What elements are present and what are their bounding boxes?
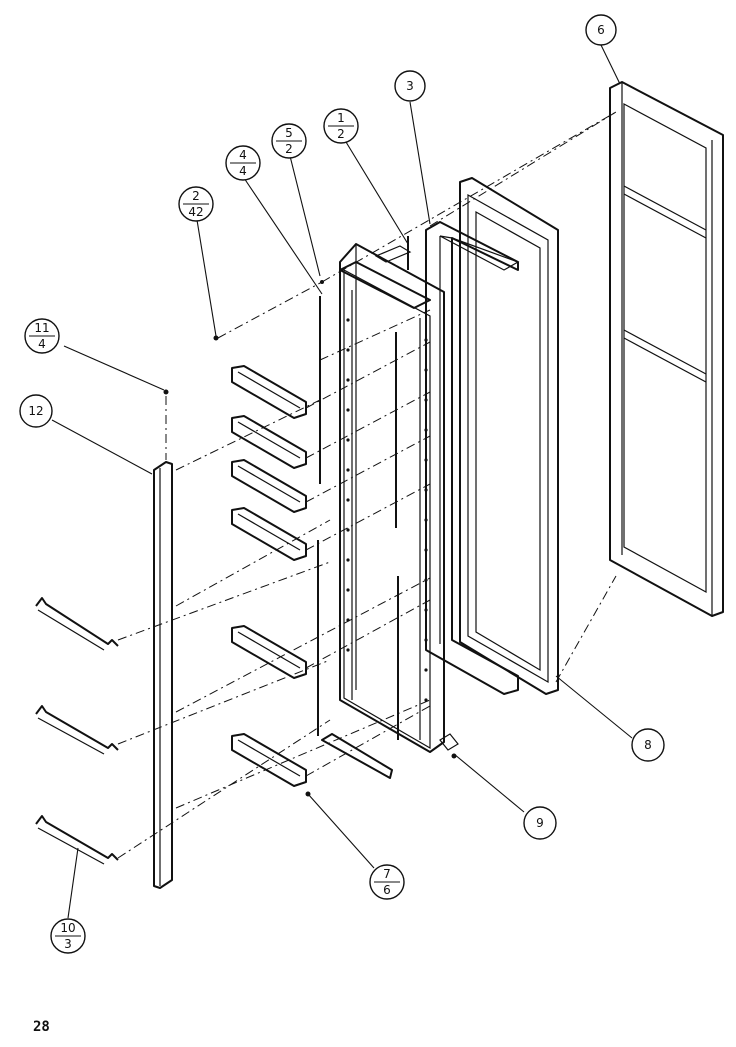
svg-text:9: 9 <box>536 816 544 830</box>
wire-retainers <box>35 597 119 865</box>
trim-strip <box>153 461 173 889</box>
svg-text:11: 11 <box>34 321 49 335</box>
callout-11-4: 11 4 <box>24 318 60 354</box>
shelf-4 <box>231 507 307 561</box>
door-frame-assembly <box>317 236 459 779</box>
assembly-lines <box>117 111 617 859</box>
svg-text:6: 6 <box>383 883 391 897</box>
svg-text:2: 2 <box>192 189 200 203</box>
callout-6: 6 <box>585 14 617 46</box>
callout-5-2: 5 2 <box>271 123 307 159</box>
door-gasket <box>459 177 559 695</box>
svg-text:12: 12 <box>28 404 43 418</box>
svg-text:3: 3 <box>406 79 414 93</box>
inner-door-liner <box>425 221 520 695</box>
door-shelves <box>231 365 307 787</box>
svg-text:6: 6 <box>597 23 605 37</box>
shelf-6 <box>231 733 307 787</box>
page-number: 28 <box>33 1019 50 1035</box>
leader-lines <box>51 44 633 919</box>
callout-4-4: 4 4 <box>225 145 261 181</box>
shelf-2 <box>231 415 307 469</box>
callout-9: 9 <box>523 806 557 840</box>
svg-text:7: 7 <box>383 867 391 881</box>
svg-text:1: 1 <box>337 111 345 125</box>
callout-8: 8 <box>631 728 665 762</box>
callout-7-6: 7 6 <box>369 864 405 900</box>
svg-text:8: 8 <box>644 738 652 752</box>
rail-holes <box>346 318 428 702</box>
svg-text:3: 3 <box>64 937 72 951</box>
shelf-5 <box>231 625 307 679</box>
svg-text:42: 42 <box>188 205 203 219</box>
svg-text:4: 4 <box>239 148 247 162</box>
callout-12: 12 <box>19 394 53 428</box>
outer-door-panel <box>609 81 724 617</box>
callout-10-3: 10 3 <box>50 918 86 954</box>
svg-text:4: 4 <box>239 164 247 178</box>
svg-text:2: 2 <box>285 142 293 156</box>
callout-1-2: 1 2 <box>323 108 359 144</box>
svg-text:5: 5 <box>285 126 293 140</box>
callout-3: 3 <box>394 70 426 102</box>
shelf-1 <box>231 365 307 419</box>
callout-2-42: 2 42 <box>178 186 214 222</box>
svg-text:2: 2 <box>337 127 345 141</box>
svg-text:4: 4 <box>38 337 46 351</box>
shelf-3 <box>231 459 307 513</box>
svg-text:10: 10 <box>60 921 75 935</box>
